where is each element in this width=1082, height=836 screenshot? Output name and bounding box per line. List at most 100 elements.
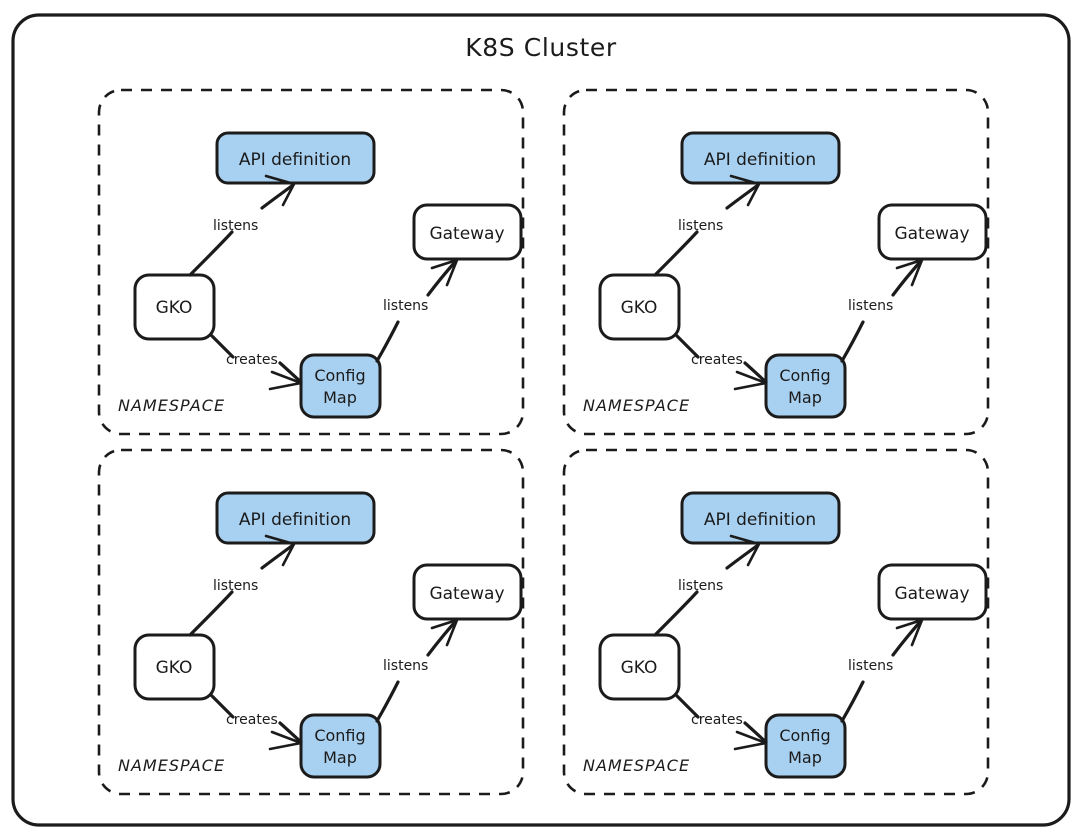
edge-label: listens	[678, 218, 723, 234]
namespace-label: NAMESPACE	[118, 396, 225, 415]
edge-path	[743, 721, 768, 744]
cluster-title: K8S Cluster	[465, 33, 617, 62]
edge-label: creates	[226, 352, 278, 368]
arrowhead	[430, 618, 459, 647]
node-shape	[412, 563, 523, 621]
node-shape	[877, 203, 988, 261]
edge-path	[653, 230, 699, 277]
edge-label: listens	[678, 578, 723, 594]
edge-label: creates	[691, 352, 743, 368]
edge-gko-to-config-map: creates	[209, 333, 303, 391]
edge-gko-to-config-map: creates	[209, 693, 303, 751]
node-api-definition[interactable]: API definition	[215, 131, 376, 185]
edge-path	[188, 590, 234, 637]
node-shape	[133, 273, 216, 341]
node-gateway[interactable]: Gateway	[877, 563, 988, 621]
node-shape	[764, 353, 847, 419]
node-label-line2: Map	[323, 388, 357, 407]
cluster-frame	[11, 13, 1071, 827]
node-config-map[interactable]: Config Map	[764, 713, 847, 779]
node-api-definition[interactable]: API definition	[215, 491, 376, 545]
node-gateway[interactable]: Gateway	[412, 563, 523, 621]
namespace-top-right: API definition Gateway GKO Config Map li…	[562, 88, 990, 436]
node-label-line2: Map	[323, 748, 357, 767]
node-shape	[299, 713, 382, 779]
arrowhead	[264, 174, 296, 207]
edge-path	[725, 543, 760, 570]
node-config-map[interactable]: Config Map	[299, 353, 382, 419]
node-shape	[877, 563, 988, 621]
namespace-frame	[562, 88, 990, 436]
node-label: GKO	[156, 298, 193, 318]
node-gko[interactable]: GKO	[133, 273, 216, 341]
node-label: Gateway	[429, 584, 504, 604]
node-label-line1: Config	[779, 726, 830, 745]
node-label: Gateway	[429, 224, 504, 244]
edge-label: listens	[848, 298, 893, 314]
namespace-bottom-left: API definition Gateway GKO Config Map li…	[97, 448, 525, 796]
namespace-frame	[97, 448, 525, 796]
edge-config-map-to-gateway: listens	[840, 618, 924, 723]
edge-path	[840, 320, 865, 363]
node-config-map[interactable]: Config Map	[764, 353, 847, 419]
arrowhead	[733, 730, 768, 751]
arrowhead	[729, 174, 761, 207]
edge-path	[188, 230, 234, 277]
arrowhead	[895, 258, 924, 287]
node-shape	[680, 131, 841, 185]
node-api-definition[interactable]: API definition	[680, 131, 841, 185]
edge-path	[743, 361, 768, 384]
edge-path	[375, 680, 400, 723]
edge-path	[426, 620, 457, 657]
arrowhead	[733, 370, 768, 391]
edge-gko-to-api-definition: listens	[653, 534, 761, 637]
edge-config-map-to-gateway: listens	[375, 618, 459, 723]
node-gko[interactable]: GKO	[598, 633, 681, 701]
arrowhead	[729, 534, 761, 567]
node-gateway[interactable]: Gateway	[412, 203, 523, 261]
node-gateway[interactable]: Gateway	[877, 203, 988, 261]
edge-config-map-to-gateway: listens	[375, 258, 459, 363]
edge-label: listens	[213, 218, 258, 234]
edge-path	[375, 320, 400, 363]
edge-path	[653, 590, 699, 637]
edge-path	[278, 721, 303, 744]
node-shape	[412, 203, 523, 261]
node-gko[interactable]: GKO	[598, 273, 681, 341]
node-shape	[215, 131, 376, 185]
edge-label: listens	[383, 298, 428, 314]
node-label-line2: Map	[788, 748, 822, 767]
node-label: API definition	[239, 510, 351, 530]
edge-path	[725, 183, 760, 210]
node-gko[interactable]: GKO	[133, 633, 216, 701]
edge-path	[209, 333, 235, 359]
node-label: API definition	[704, 510, 816, 530]
node-label-line2: Map	[788, 388, 822, 407]
edge-gko-to-api-definition: listens	[653, 174, 761, 277]
arrowhead	[264, 534, 296, 567]
node-label-line1: Config	[779, 366, 830, 385]
edge-config-map-to-gateway: listens	[840, 258, 924, 363]
node-label: Gateway	[894, 224, 969, 244]
node-label: GKO	[156, 658, 193, 678]
edge-path	[674, 333, 700, 359]
edge-path	[426, 260, 457, 297]
node-api-definition[interactable]: API definition	[680, 491, 841, 545]
edge-path	[891, 620, 922, 657]
node-shape	[764, 713, 847, 779]
node-label-line1: Config	[314, 726, 365, 745]
node-label: Gateway	[894, 584, 969, 604]
edge-path	[260, 543, 295, 570]
namespace-label: NAMESPACE	[583, 396, 690, 415]
node-label: API definition	[239, 150, 351, 170]
node-config-map[interactable]: Config Map	[299, 713, 382, 779]
namespace-top-left: API definition Gateway GKO Config Map	[97, 88, 525, 436]
node-shape	[215, 491, 376, 545]
edge-label: creates	[691, 712, 743, 728]
edge-path	[209, 693, 235, 719]
node-label: API definition	[704, 150, 816, 170]
edge-label: listens	[213, 578, 258, 594]
node-shape	[299, 353, 382, 419]
edge-gko-to-config-map: creates	[674, 333, 768, 391]
